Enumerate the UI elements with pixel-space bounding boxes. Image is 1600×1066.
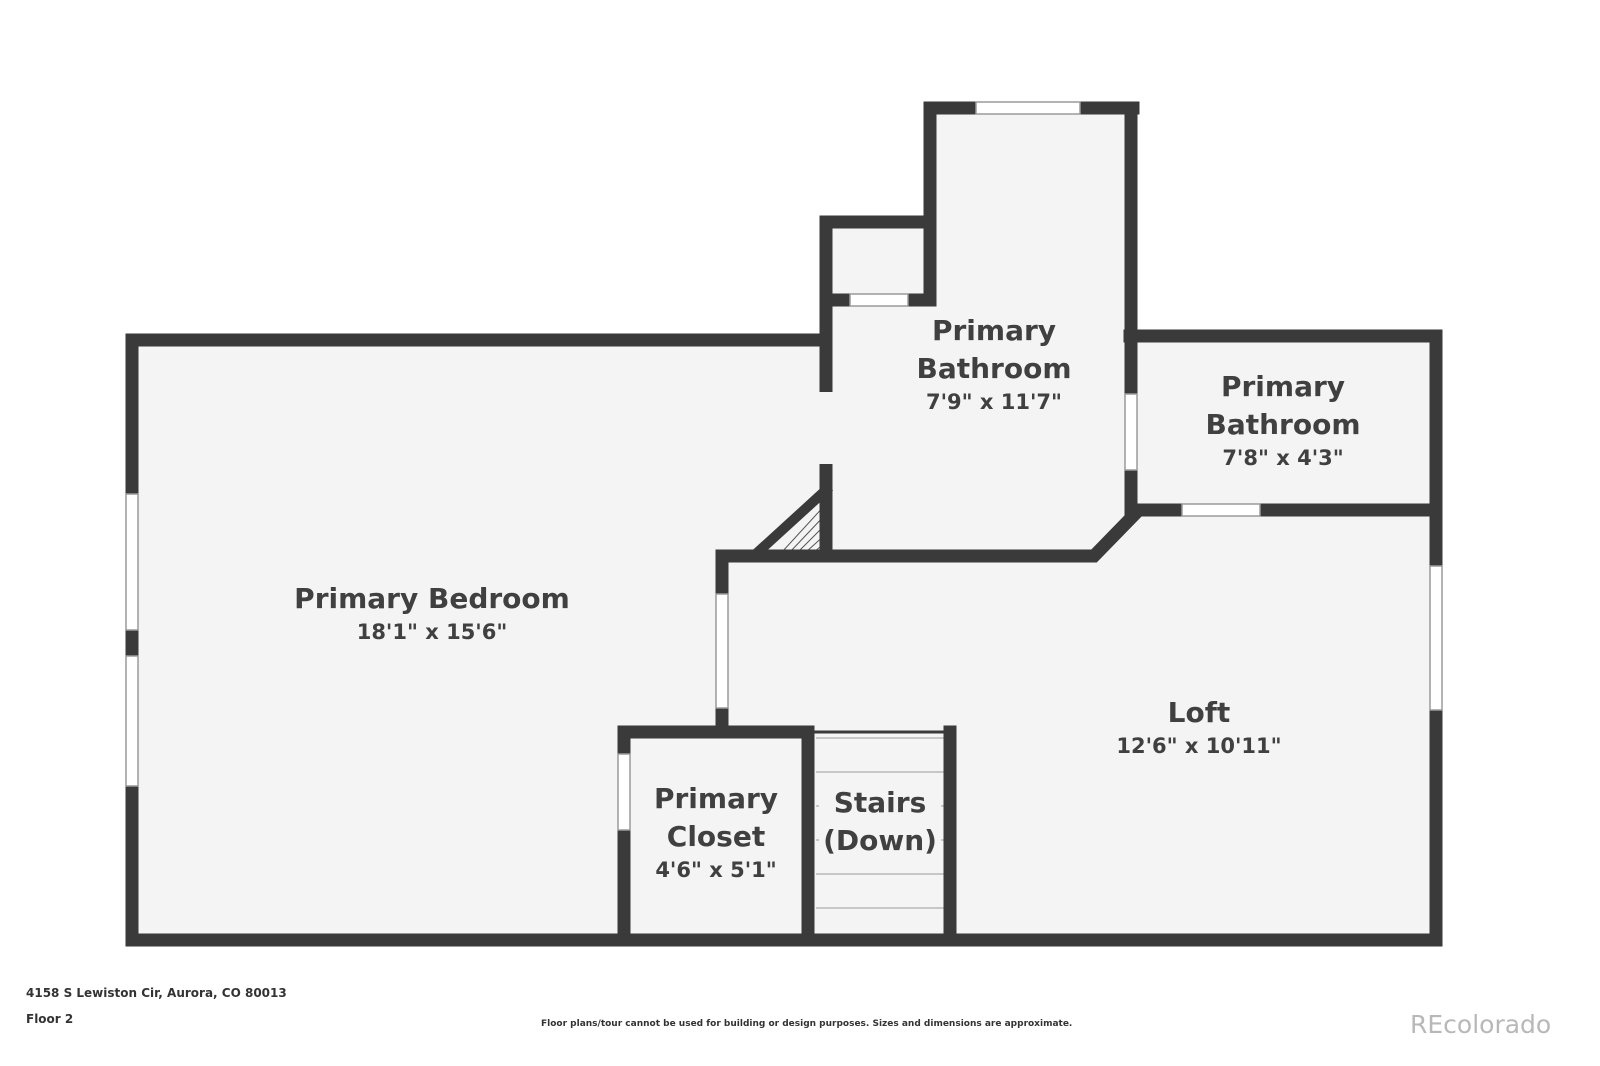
doorway — [818, 392, 834, 464]
room-dimensions-primary-bathroom-small: 7'8" x 4'3" — [1222, 446, 1344, 470]
room-name-primary-bathroom-small: Primary Bathroom — [1205, 370, 1361, 441]
brand-logo: REcolorado — [1410, 1010, 1552, 1039]
room-dimensions-primary-bathroom-main: 7'9" x 11'7" — [926, 390, 1062, 414]
address-text: 4158 S Lewiston Cir, Aurora, CO 80013 — [26, 986, 287, 1000]
room-dimensions-primary-closet: 4'6" x 5'1" — [655, 858, 777, 882]
floor-fills — [132, 108, 1436, 942]
disclaimer-text: Floor plans/tour cannot be used for buil… — [541, 1019, 1073, 1029]
room-name-primary-bedroom: Primary Bedroom — [294, 582, 570, 615]
room-name-stairs: Stairs (Down) — [819, 784, 941, 860]
room-name-loft: Loft — [1167, 696, 1231, 729]
windows — [125, 101, 1443, 831]
room-name-primary-closet: Primary Closet — [653, 782, 779, 853]
floor-label: Floor 2 — [26, 1012, 74, 1026]
room-dimensions-primary-bedroom: 18'1" x 15'6" — [356, 620, 508, 644]
room-name-primary-bathroom-main: Primary Bathroom — [916, 314, 1072, 385]
room-dimensions-loft: 12'6" x 10'11" — [1116, 734, 1282, 758]
